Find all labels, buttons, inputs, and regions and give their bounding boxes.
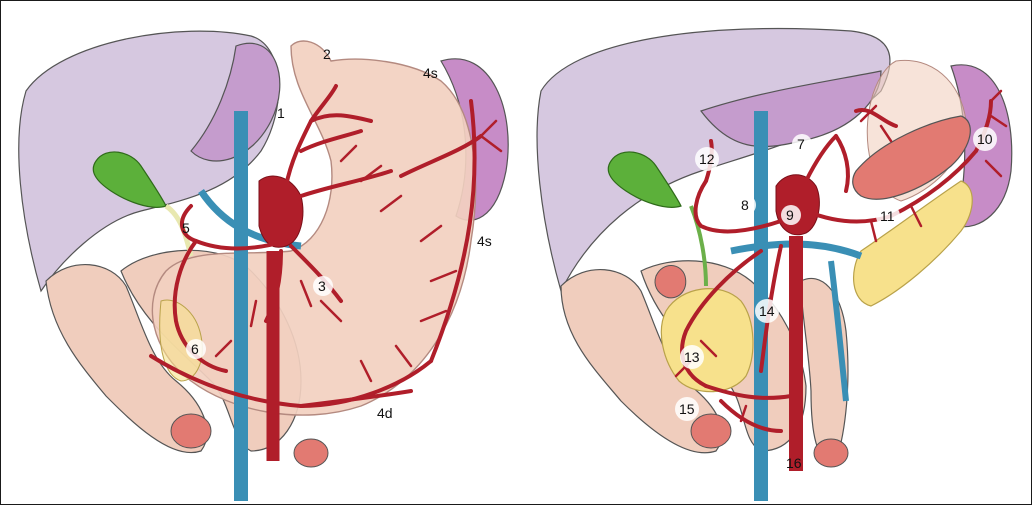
label-11: 11	[880, 208, 895, 224]
right-panel: 12 7 10 8 9 11 14 13 15 16	[537, 29, 1012, 502]
label-7: 7	[797, 136, 805, 152]
aorta-right	[776, 175, 819, 235]
label-4d: 4d	[377, 405, 393, 421]
label-12: 12	[699, 151, 715, 167]
label-9: 9	[786, 207, 794, 223]
colon-end-left-b	[294, 439, 328, 467]
label-8: 8	[741, 197, 749, 213]
label-10: 10	[977, 131, 993, 147]
left-panel: 1 2 4s 5 4s 3 6 4d	[19, 31, 508, 501]
label-2: 2	[323, 46, 331, 62]
label-16: 16	[786, 455, 802, 471]
aorta-left	[259, 176, 303, 247]
colon-end-right-b	[814, 439, 848, 467]
label-1: 1	[277, 105, 285, 121]
label-15: 15	[679, 401, 695, 417]
label-5: 5	[182, 220, 190, 236]
label-4s-top: 4s	[423, 65, 438, 81]
colon-end-left-a	[171, 414, 211, 448]
pancreas-tail-right	[854, 181, 973, 306]
label-13: 13	[684, 349, 700, 365]
duodenal-cap-right	[655, 265, 686, 297]
label-14: 14	[759, 303, 775, 319]
label-3: 3	[318, 278, 326, 294]
colon-end-right-a	[691, 414, 731, 448]
label-6: 6	[191, 341, 199, 357]
label-4s-right: 4s	[477, 233, 492, 249]
